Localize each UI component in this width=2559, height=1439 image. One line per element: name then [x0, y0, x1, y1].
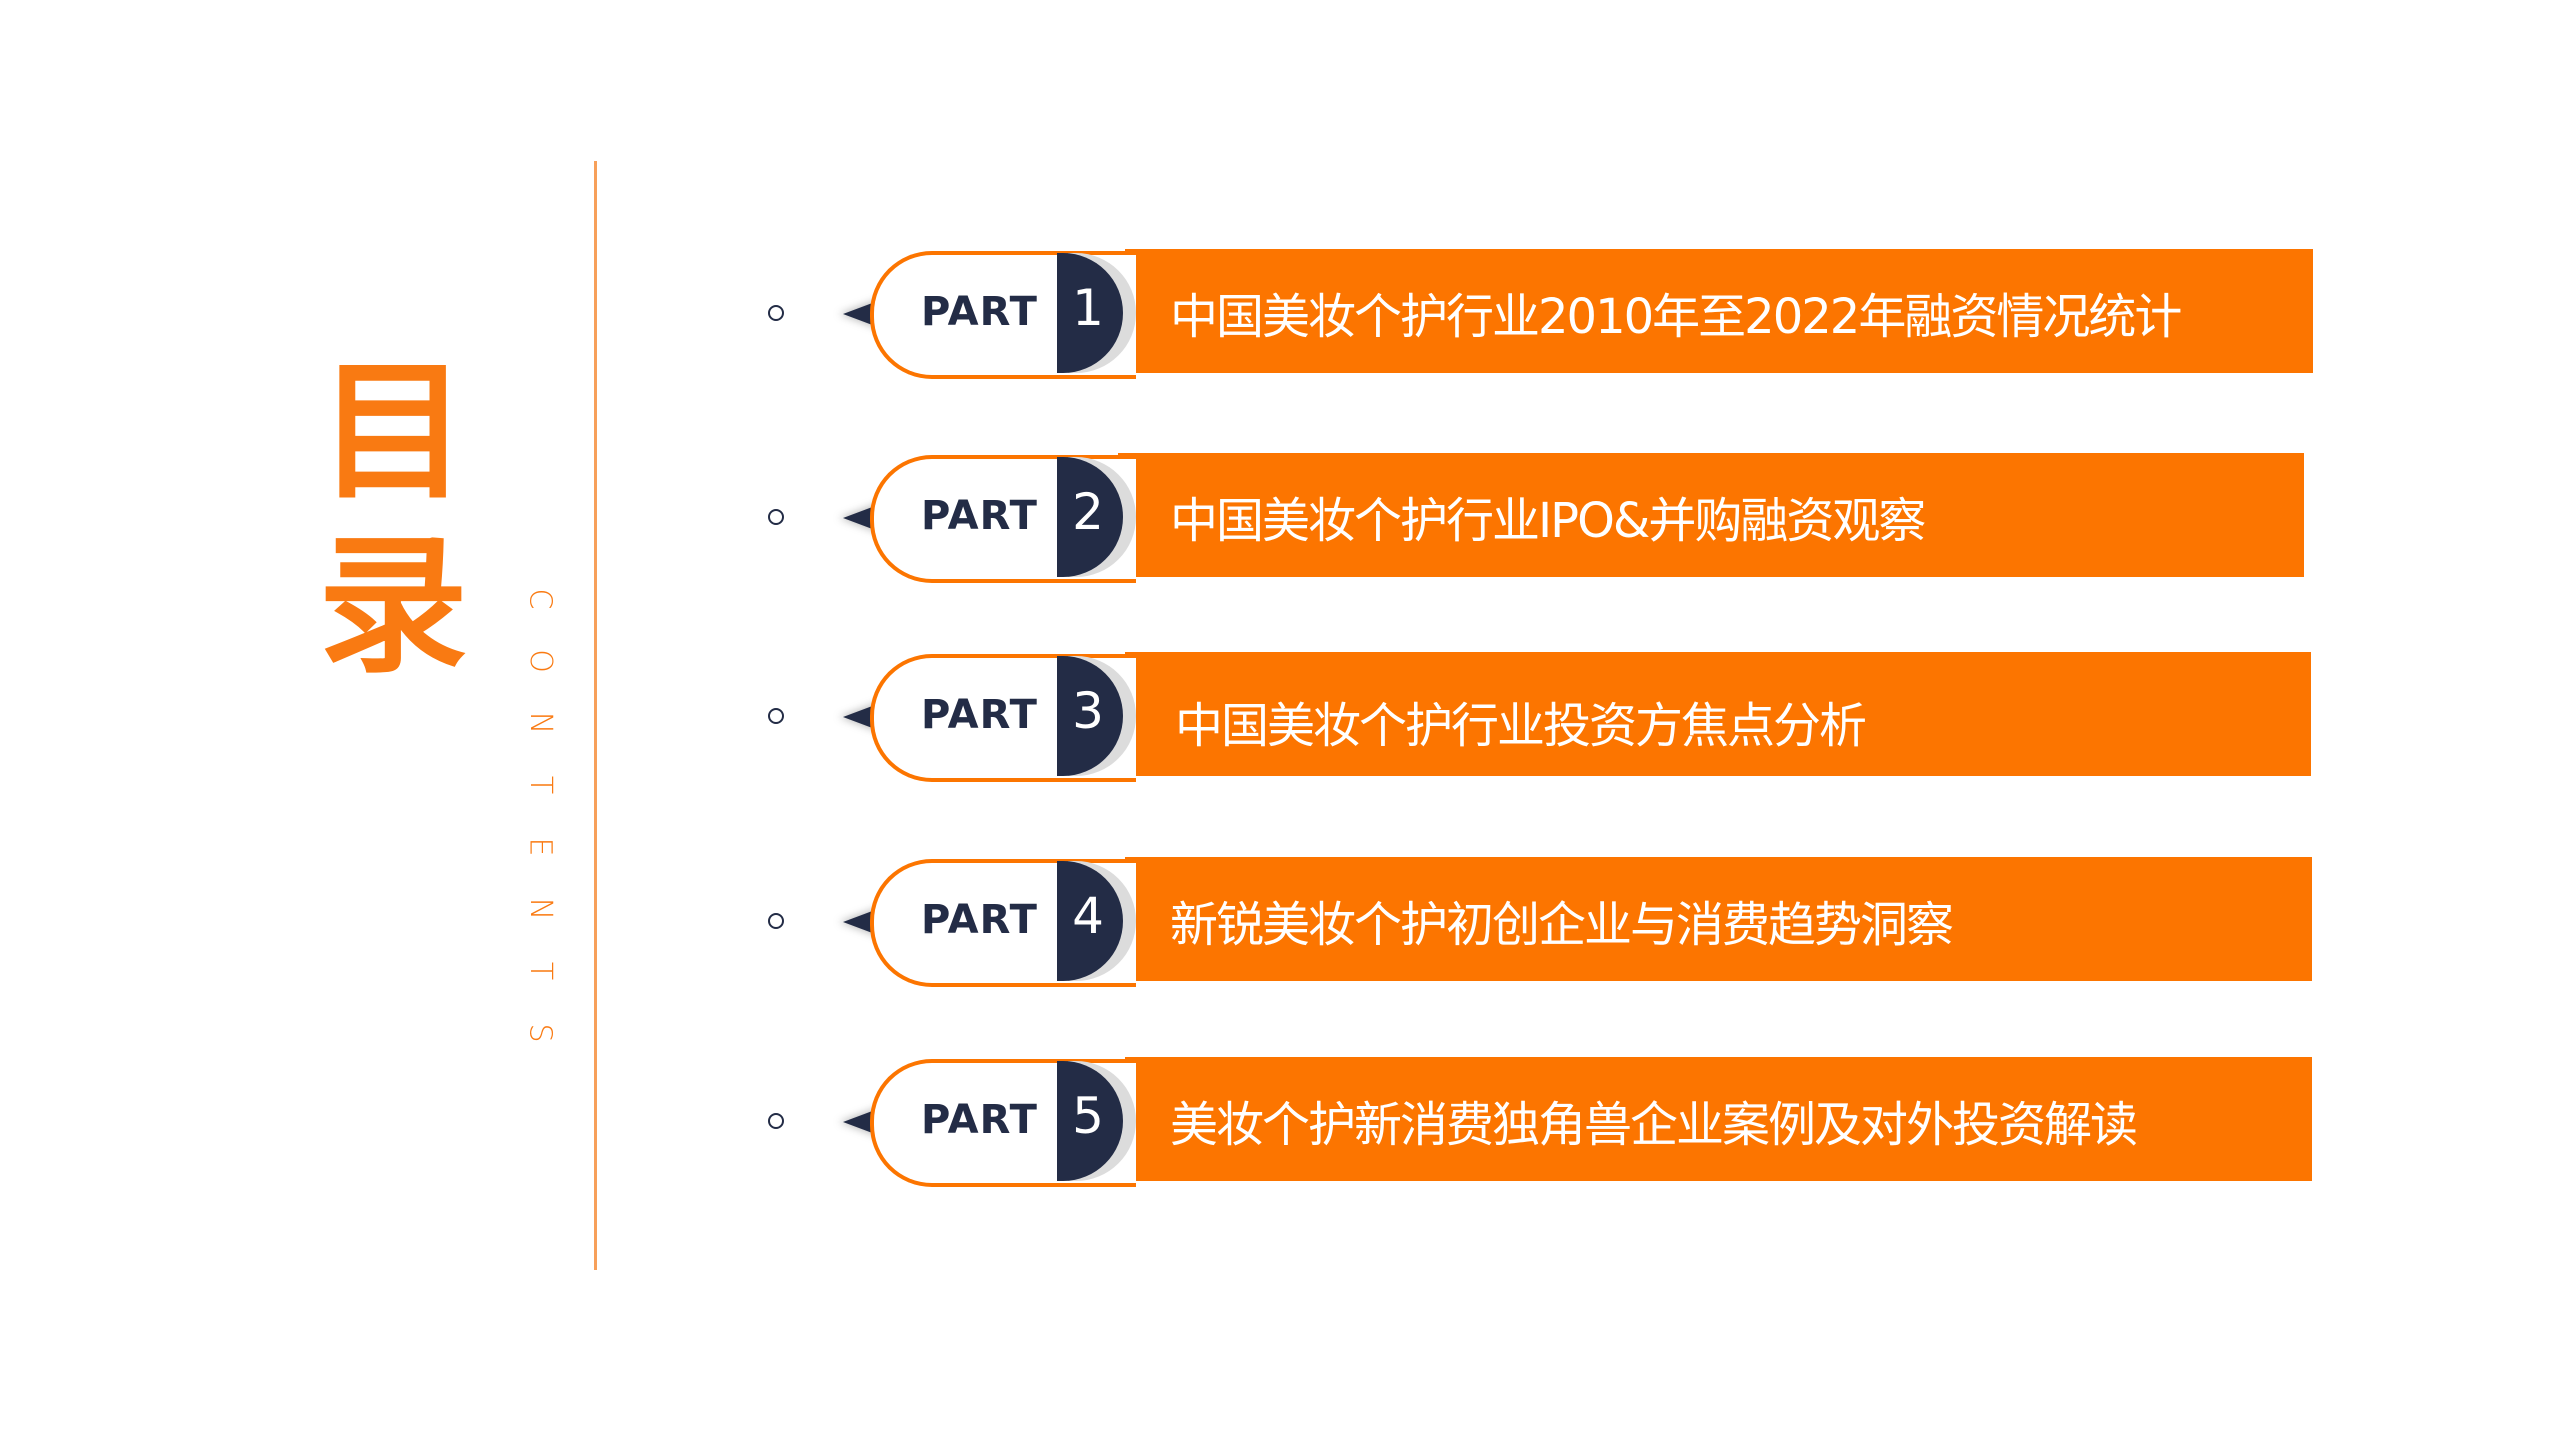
part-label: PART	[921, 289, 1038, 335]
toc-item-4[interactable]: PART 4 新锐美妆个护初创企业与消费趋势洞察	[0, 857, 2559, 987]
section-title[interactable]: 中国美妆个护行业投资方焦点分析	[1175, 698, 1867, 754]
bullet-circle-icon	[768, 1113, 784, 1129]
contents-letter: S	[522, 1023, 558, 1043]
section-title[interactable]: 新锐美妆个护初创企业与消费趋势洞察	[1170, 897, 1954, 953]
section-title-bar	[1125, 1057, 2312, 1181]
part-number: 2	[1072, 483, 1104, 541]
bullet-circle-icon	[768, 509, 784, 525]
title-char-lu: 录	[318, 520, 469, 694]
title-char-mu: 目	[318, 346, 469, 520]
section-title[interactable]: 美妆个护新消费独角兽企业案例及对外投资解读	[1170, 1097, 2138, 1153]
part-number: 3	[1072, 682, 1104, 740]
toc-item-1[interactable]: PART 1 中国美妆个护行业2010年至2022年融资情况统计	[0, 249, 2559, 379]
section-title-bar	[1125, 652, 2311, 776]
section-title-bar	[1125, 249, 2313, 373]
toc-item-2[interactable]: PART 2 中国美妆个护行业IPO&并购融资观察	[0, 453, 2559, 583]
section-title[interactable]: 中国美妆个护行业2010年至2022年融资情况统计	[1170, 289, 2182, 345]
bullet-circle-icon	[768, 708, 784, 724]
divider-line	[594, 161, 597, 1270]
section-title[interactable]: 中国美妆个护行业IPO&并购融资观察	[1170, 493, 1926, 549]
section-title-bar	[1118, 453, 2304, 577]
bullet-circle-icon	[768, 305, 784, 321]
part-label: PART	[921, 692, 1038, 738]
bullet-circle-icon	[768, 913, 784, 929]
part-number: 4	[1072, 887, 1104, 945]
part-label: PART	[921, 1097, 1038, 1143]
toc-item-5[interactable]: PART 5 美妆个护新消费独角兽企业案例及对外投资解读	[0, 1057, 2559, 1187]
contents-letter: C	[522, 588, 558, 610]
contents-letter: E	[522, 837, 558, 857]
part-number: 5	[1072, 1087, 1104, 1145]
toc-item-3[interactable]: PART 3 中国美妆个护行业投资方焦点分析	[0, 652, 2559, 782]
part-number: 1	[1072, 279, 1104, 337]
contents-vertical-label: C O N T E N T S	[512, 568, 558, 1064]
section-title-bar	[1125, 857, 2312, 981]
part-label: PART	[921, 897, 1038, 943]
part-label: PART	[921, 493, 1038, 539]
